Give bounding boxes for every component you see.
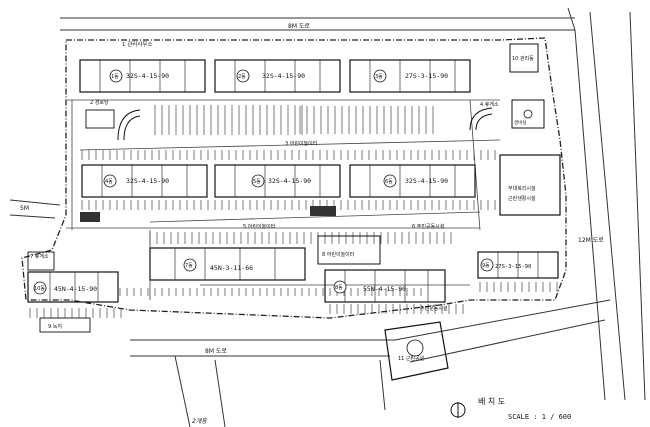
parking-stripes (29, 105, 558, 318)
building-7: 7동 45N-3-11-66 (149, 247, 306, 281)
building-2: 2동 32S-4-15-90 (214, 59, 341, 93)
facility-label-5: 5 어린이놀이터 (243, 223, 275, 230)
building-10: 10동 45N-4-15-90 (27, 271, 119, 303)
facility-label-9: 9 녹지 (48, 323, 62, 330)
facility-f12-label: 부대복리시설 (508, 185, 536, 192)
ramps (117, 107, 493, 141)
building-1-no: 1동 (111, 74, 119, 80)
building-1: 1동 32S-4-15-90 (79, 59, 206, 93)
facility-label-7: 7 휴게소 (30, 253, 49, 260)
building-4: 4동 32S-4-15-90 (81, 164, 208, 198)
building-3-no: 3동 (375, 74, 383, 80)
building-5-no: 5동 (253, 179, 261, 185)
facility-guardhouse: 경비실 (511, 99, 545, 129)
building-8-no: 8동 (335, 285, 343, 291)
building-2-no: 2동 (238, 74, 246, 80)
building-9-type: 27S-3-15-90 (495, 264, 531, 270)
road-label-left: 5M (20, 205, 29, 212)
building-5: 5동 32S-4-15-90 (214, 164, 341, 198)
building-10-no: 10동 (34, 286, 45, 292)
facility-label-1: 1 관리사무소 (122, 40, 153, 48)
facility-f15-label: 11 근린공원 (398, 355, 425, 362)
building-2-type: 32S-4-15-90 (262, 72, 305, 80)
building-10-type: 45N-4-15-90 (54, 285, 97, 293)
building-4-no: 4동 (105, 179, 113, 185)
facility-hatched-blocks (80, 206, 336, 222)
building-8-type: 55N-4-15-90 (363, 285, 406, 293)
facility-label-4: 4 휴게소 (480, 101, 499, 108)
building-6-type: 32S-4-15-90 (405, 177, 448, 185)
building-3: 3동 27S-3-15-90 (349, 59, 471, 93)
facility-f8-label: 8 어린이놀이터 (322, 251, 354, 258)
scale-text: SCALE : 1 / 600 (508, 413, 571, 421)
facility-f13-label: 근린생활시설 (508, 195, 536, 202)
site-boundary (21, 37, 567, 319)
signature: 2개동 (192, 418, 207, 425)
north-arrow-icon (450, 402, 466, 418)
building-8: 8동 55N-4-15-90 (324, 269, 446, 303)
building-3-type: 27S-3-15-90 (405, 72, 448, 80)
building-4-type: 32S-4-15-90 (126, 177, 169, 185)
facility-welfare: 부대복리시설 근린생활시설 (499, 154, 561, 216)
building-7-no: 7동 (185, 263, 193, 269)
building-1-type: 32S-4-15-90 (126, 72, 169, 80)
facility-management-office: 10 관리동 (509, 43, 539, 73)
facility-label-3: 3 어린이놀이터 (285, 140, 317, 147)
facility-playground-center: 8 어린이놀이터 (317, 235, 381, 265)
facility-park: 11 근린공원 (384, 321, 449, 381)
road-lines (9, 7, 646, 427)
road-label-top: 8M 도로 (288, 23, 310, 30)
facility-f1-label: 10 관리동 (512, 55, 534, 62)
facility-label-2: 2 경로당 (90, 99, 109, 106)
building-7-type: 45N-3-11-66 (210, 264, 253, 272)
building-9-no: 9동 (482, 263, 490, 269)
building-9: 9동 27S-3-15-90 (477, 251, 559, 279)
facility-small-boxes (27, 109, 115, 333)
road-label-bottom: 8M 도로 (205, 348, 227, 355)
plan-title: 배 치 도 (478, 397, 505, 406)
building-6-no: 6동 (385, 179, 393, 185)
road-label-right: 12M 도로 (578, 237, 604, 244)
building-5-type: 32S-4-15-90 (268, 177, 311, 185)
facility-label-6: 6 주민공동시설 (412, 223, 445, 230)
facility-label-14: 주민운동시설 (420, 305, 448, 312)
facility-f11-label: 경비실 (514, 119, 526, 126)
building-6: 6동 32S-4-15-90 (349, 164, 476, 198)
